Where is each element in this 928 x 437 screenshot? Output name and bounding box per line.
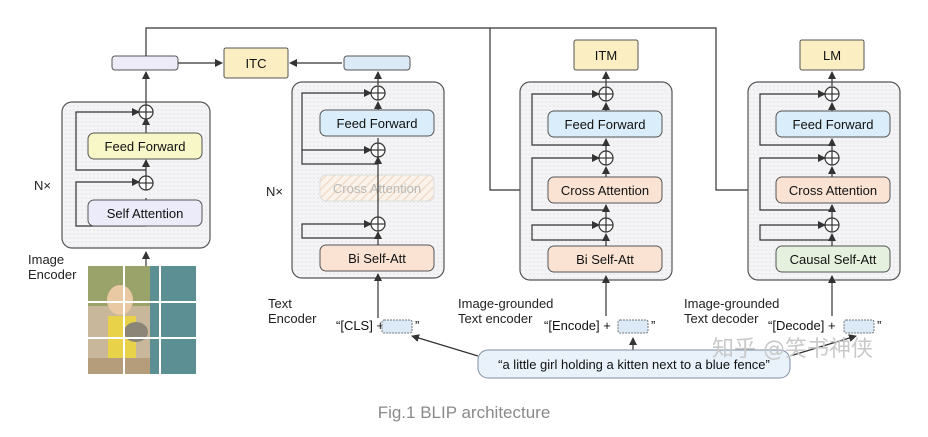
add-icon	[824, 217, 840, 233]
figure-caption: Fig.1 BLIP architecture	[378, 403, 551, 422]
text-encoder-title-2: Encoder	[268, 311, 317, 326]
image-grounded-text-encoder: ITM Feed Forward Cross Attention Bi Self…	[458, 39, 673, 334]
feed-forward-label: Feed Forward	[793, 117, 874, 132]
watermark: 知乎 @笑书神侠	[712, 337, 873, 362]
self-attention-label: Self Attention	[107, 206, 184, 221]
feed-forward-block	[319, 109, 435, 137]
image-encoder: Self Attention Feed Forward N× Image Enc…	[28, 71, 211, 282]
image-grounded-text-decoder: LM Feed Forward Cross Attention Causal S…	[684, 39, 901, 334]
cross-attention-label: Cross Attention	[333, 181, 421, 196]
bi-self-att-block	[547, 245, 663, 273]
text-encoder-title-1: Text	[268, 296, 292, 311]
add-icon	[598, 86, 614, 102]
lm-box	[799, 39, 865, 71]
text-feature-bar	[343, 55, 411, 71]
text-slot	[843, 319, 875, 334]
add-icon	[370, 216, 386, 232]
self-attention-block	[87, 199, 203, 227]
add-icon	[598, 150, 614, 166]
cross-attention-label: Cross Attention	[561, 183, 649, 198]
cross-attention-block	[319, 174, 435, 202]
add-icon	[824, 86, 840, 102]
causal-self-att-label: Causal Self-Att	[790, 252, 877, 267]
feed-forward-block	[775, 110, 891, 138]
repeat-label: N×	[34, 178, 51, 193]
text-encoder: Feed Forward Cross Attention Bi Self-Att…	[266, 55, 445, 334]
grounded-decoder-title-1: Image-grounded	[684, 296, 779, 311]
cross-attention-block	[775, 176, 891, 204]
add-icon	[598, 217, 614, 233]
feed-forward-label: Feed Forward	[337, 116, 418, 131]
encode-input-prefix: “[Encode] +	[544, 318, 611, 333]
caption-text: “a little girl holding a kitten next to …	[498, 357, 770, 372]
add-icon	[138, 175, 154, 191]
feed-forward-block	[547, 110, 663, 138]
cross-attention-block	[547, 176, 663, 204]
lm-label: LM	[823, 48, 841, 63]
cross-attention-label: Cross Attention	[789, 183, 877, 198]
cls-input-suffix: ”	[415, 318, 419, 333]
cls-input-prefix: “[CLS] +	[336, 318, 384, 333]
grounded-encoder-title-1: Image-grounded	[458, 296, 553, 311]
text-caption: “a little girl holding a kitten next to …	[411, 334, 857, 379]
itm-box	[573, 39, 639, 71]
add-icon	[370, 142, 386, 158]
image-feature-bar	[111, 55, 179, 71]
bi-self-att-label: Bi Self-Att	[576, 252, 634, 267]
decode-input-prefix: “[Decode] +	[768, 318, 836, 333]
feed-forward-label: Feed Forward	[105, 139, 186, 154]
feed-forward-label: Feed Forward	[565, 117, 646, 132]
repeat-label: N×	[266, 184, 283, 199]
caption-box	[477, 349, 791, 379]
grounded-encoder-title-2: Text encoder	[458, 311, 533, 326]
add-icon	[370, 85, 386, 101]
bi-self-att-label: Bi Self-Att	[348, 251, 406, 266]
add-icon	[138, 104, 154, 120]
input-image	[88, 251, 196, 374]
grounded-decoder-title-2: Text decoder	[684, 311, 759, 326]
feed-forward-block	[87, 132, 203, 160]
itm-label: ITM	[595, 48, 617, 63]
image-encoder-title-2: Encoder	[28, 267, 77, 282]
itc-label: ITC	[246, 56, 267, 71]
bi-self-att-block	[319, 244, 435, 272]
add-icon	[824, 150, 840, 166]
text-slot	[617, 319, 649, 334]
image-encoder-title-1: Image	[28, 252, 64, 267]
itc-box	[223, 47, 289, 79]
decode-input-suffix: ”	[877, 318, 881, 333]
causal-self-att-block	[775, 245, 891, 273]
text-slot	[381, 319, 413, 334]
encode-input-suffix: ”	[651, 318, 655, 333]
